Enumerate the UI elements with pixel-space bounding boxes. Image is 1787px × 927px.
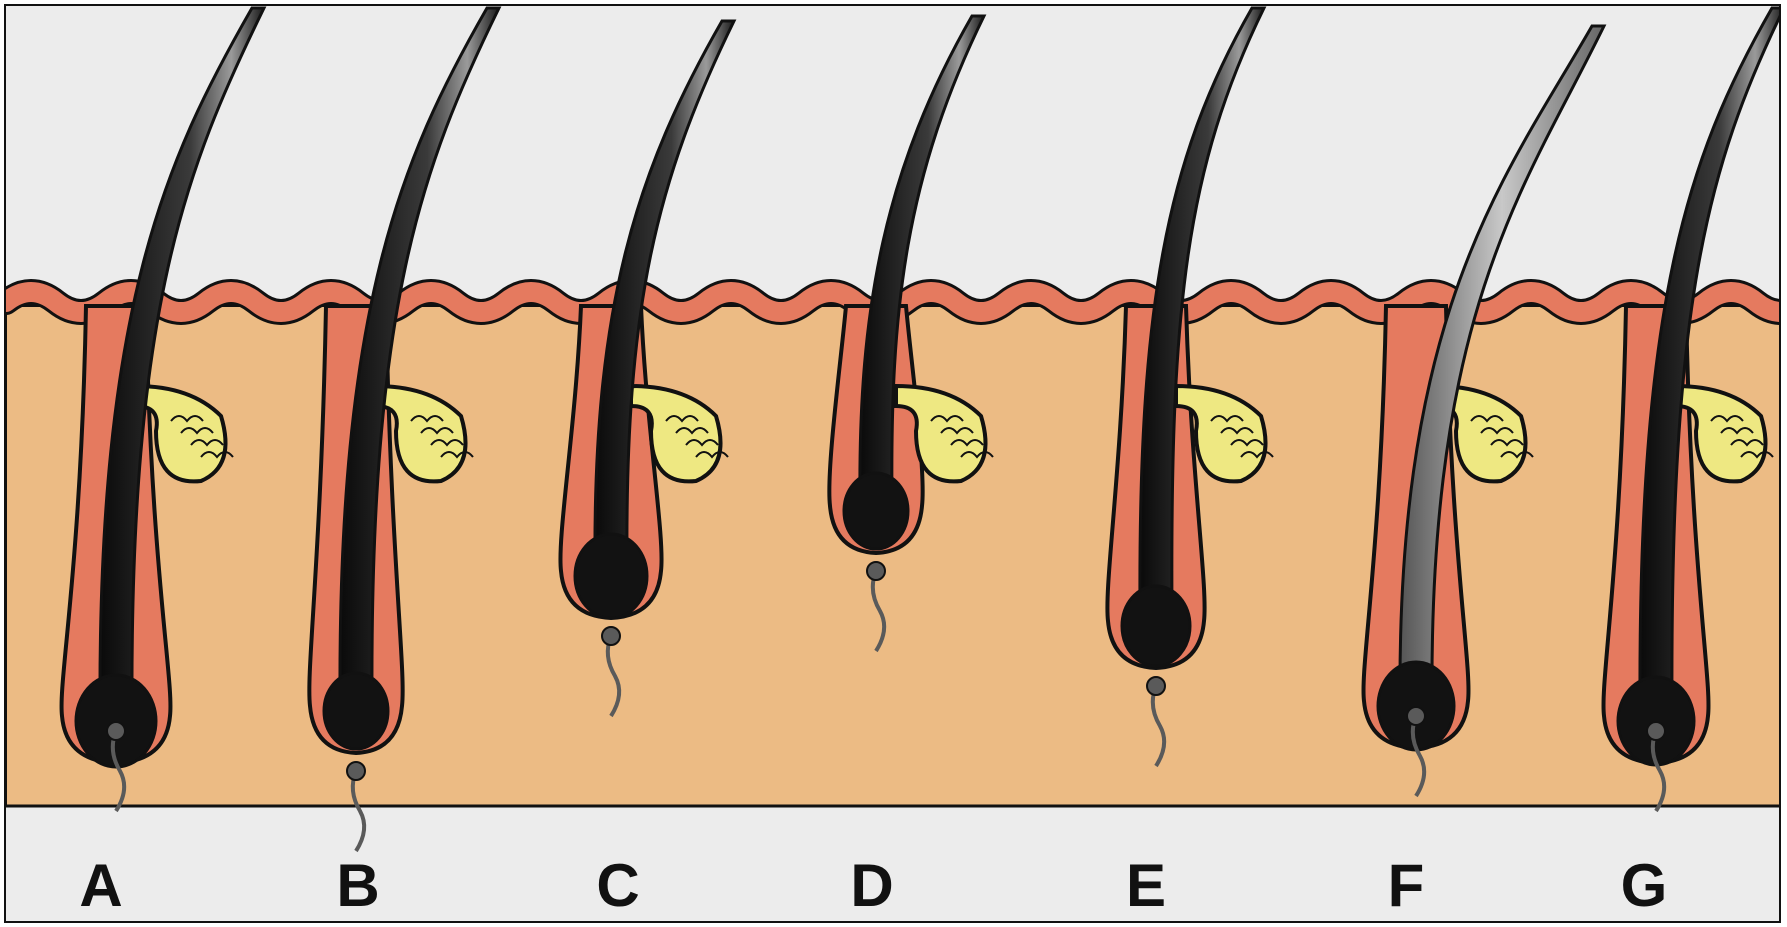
diagram-canvas	[6, 6, 1781, 923]
hair-bulb-c	[575, 534, 647, 618]
stage-label-g: G	[1604, 856, 1684, 916]
hair-bulb-d	[844, 473, 908, 549]
hair-growth-cycle-diagram: A B C D E F G	[4, 4, 1781, 923]
dermal-papilla-a	[107, 722, 125, 740]
dermal-papilla-g	[1647, 722, 1665, 740]
stage-label-c: C	[578, 856, 658, 916]
dermal-papilla-f	[1407, 707, 1425, 725]
stage-label-e: E	[1106, 856, 1186, 916]
hair-bulb-e	[1122, 586, 1190, 666]
dermal-papilla-c	[602, 627, 620, 645]
dermal-papilla-d	[867, 562, 885, 580]
dermal-papilla-b	[347, 762, 365, 780]
dermal-papilla-e	[1147, 677, 1165, 695]
stage-label-b: B	[318, 856, 398, 916]
hair-bulb-b	[324, 673, 388, 749]
stage-label-f: F	[1366, 856, 1446, 916]
stage-label-d: D	[832, 856, 912, 916]
stage-label-a: A	[61, 856, 141, 916]
